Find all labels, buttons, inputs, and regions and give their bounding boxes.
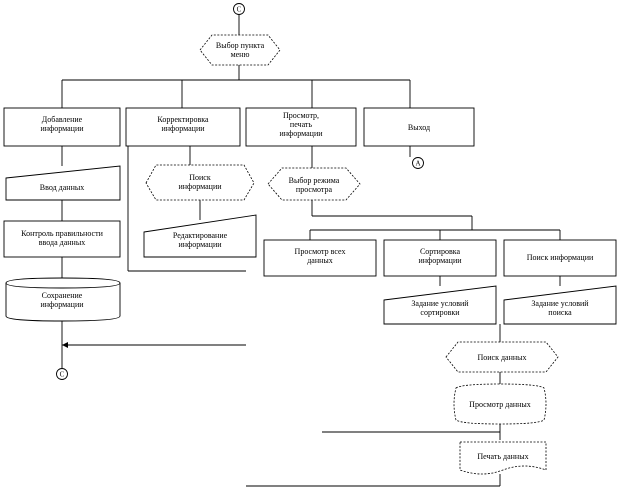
end-connector — [56, 368, 68, 380]
label-line: Контроль правильности — [21, 229, 103, 238]
document-data-print — [459, 441, 547, 475]
label-line: Поиск информации — [527, 253, 594, 262]
process-sort — [383, 239, 497, 277]
label-line: сортировки — [420, 308, 460, 317]
end-connector-label: C — [60, 371, 65, 379]
label-line: ввода данных — [39, 238, 85, 247]
process-exit — [363, 107, 475, 147]
manual-sort-cond — [383, 285, 497, 325]
view-choice-decision — [267, 167, 361, 201]
label-line: Выбор режима — [289, 176, 340, 185]
return-arrow — [62, 342, 68, 348]
label-line: Ввод данных — [40, 183, 84, 192]
process-view — [245, 107, 357, 147]
label-line: информации — [418, 256, 462, 265]
label-line: Выход — [408, 123, 430, 132]
process-view-all — [263, 239, 377, 277]
label-line: Задание условий — [411, 299, 469, 308]
label-line: Редактирование — [173, 231, 228, 240]
label-line: меню — [231, 50, 250, 59]
label-line: информации — [178, 240, 222, 249]
loop-find — [145, 164, 255, 201]
process-check — [3, 220, 121, 258]
process-exit-label: Выход — [408, 123, 430, 132]
label-line: информации — [279, 129, 323, 138]
label-line: Добавление — [42, 115, 83, 124]
label-line: Просмотр данных — [469, 400, 531, 409]
label-line: информации — [40, 300, 84, 309]
manual-input-data — [5, 165, 121, 201]
label-line: Просмотр всех — [295, 247, 346, 256]
label-line: Печать данных — [477, 452, 528, 461]
label-line: Корректировка — [157, 115, 209, 124]
display-data-view-label: Просмотр данных — [469, 400, 531, 409]
manual-input-data-label: Ввод данных — [40, 183, 84, 192]
label-line: информации — [40, 124, 84, 133]
start-connector: C — [233, 3, 245, 15]
label-line: данных — [307, 256, 333, 265]
label-line: Задание условий — [531, 299, 589, 308]
loop-data-search-label: Поиск данных — [477, 353, 526, 362]
label-line: информации — [178, 182, 222, 191]
label-line: Сортировка — [420, 247, 461, 256]
label-line: печать — [290, 120, 312, 129]
start-connector-label: C — [237, 6, 242, 14]
label-line: Поиск данных — [477, 353, 526, 362]
label-line: просмотра — [296, 185, 333, 194]
manual-edit — [143, 214, 257, 258]
process-correct — [125, 107, 241, 147]
label-line: информации — [161, 124, 205, 133]
storage-save — [5, 277, 121, 322]
exit-connector-label: A — [415, 160, 420, 168]
flow-lines — [61, 15, 561, 487]
manual-search-cond — [503, 285, 617, 325]
label-line: Выбор пункта — [216, 41, 265, 50]
process-add — [3, 107, 121, 147]
loop-data-search — [445, 341, 559, 373]
display-data-view — [453, 383, 547, 425]
label-line: Поиск — [189, 173, 211, 182]
label-line: Просмотр, — [283, 111, 319, 120]
document-data-print-label: Печать данных — [477, 452, 528, 461]
storage-save-rim — [5, 282, 121, 289]
label-line: поиска — [548, 308, 572, 317]
process-search — [503, 239, 617, 277]
process-search-label: Поиск информации — [527, 253, 594, 262]
label-line: Сохранение — [42, 291, 83, 300]
exit-connector: A — [412, 157, 424, 169]
